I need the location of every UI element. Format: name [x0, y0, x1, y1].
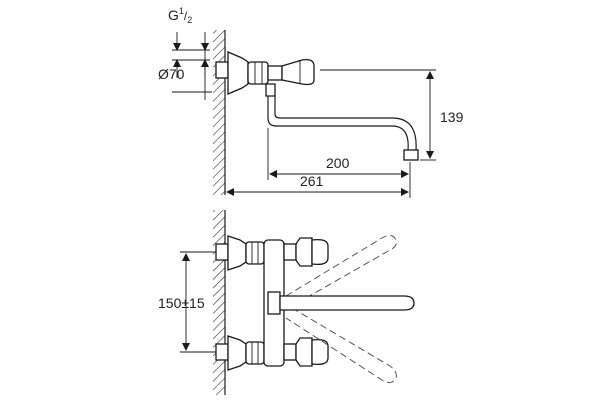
lower-valve — [283, 343, 297, 361]
wall-hatch-bottom — [213, 210, 225, 395]
upper-nut — [245, 241, 265, 265]
side-view: G1/2 Ø70 139 200 261 — [158, 6, 464, 198]
upper-rosette — [227, 235, 247, 271]
upper-handle — [311, 238, 329, 266]
escutcheon-rosette — [227, 51, 249, 95]
valve-handle — [281, 58, 315, 86]
spout-swivel — [265, 83, 276, 97]
upper-handle-hub — [295, 237, 313, 267]
lower-nut — [245, 341, 265, 365]
diameter-label: Ø70 — [158, 66, 185, 82]
spout-front — [279, 295, 415, 311]
spout-swivel-upper-dashed — [285, 234, 397, 307]
lower-rosette — [227, 335, 247, 371]
front-view: 150±15 — [158, 210, 415, 395]
lower-handle — [311, 338, 329, 366]
thread-label: G1/2 — [168, 6, 192, 25]
valve-nut — [247, 61, 269, 85]
spout-inner — [274, 96, 417, 151]
spout-hub — [267, 291, 281, 315]
spout-aerator — [403, 149, 419, 161]
spacing-label: 150±15 — [158, 295, 205, 311]
lower-handle-hub — [295, 337, 313, 367]
overall-reach-label: 261 — [300, 173, 324, 189]
connection-nipple — [215, 61, 229, 79]
spout-reach-label: 200 — [326, 155, 350, 171]
wall-hatch-top — [213, 30, 225, 195]
lower-nipple — [215, 343, 229, 361]
upper-nipple — [215, 243, 229, 261]
height-label: 139 — [440, 109, 464, 125]
upper-valve — [283, 243, 297, 261]
spout-outer — [267, 96, 409, 151]
valve-body — [267, 65, 283, 81]
